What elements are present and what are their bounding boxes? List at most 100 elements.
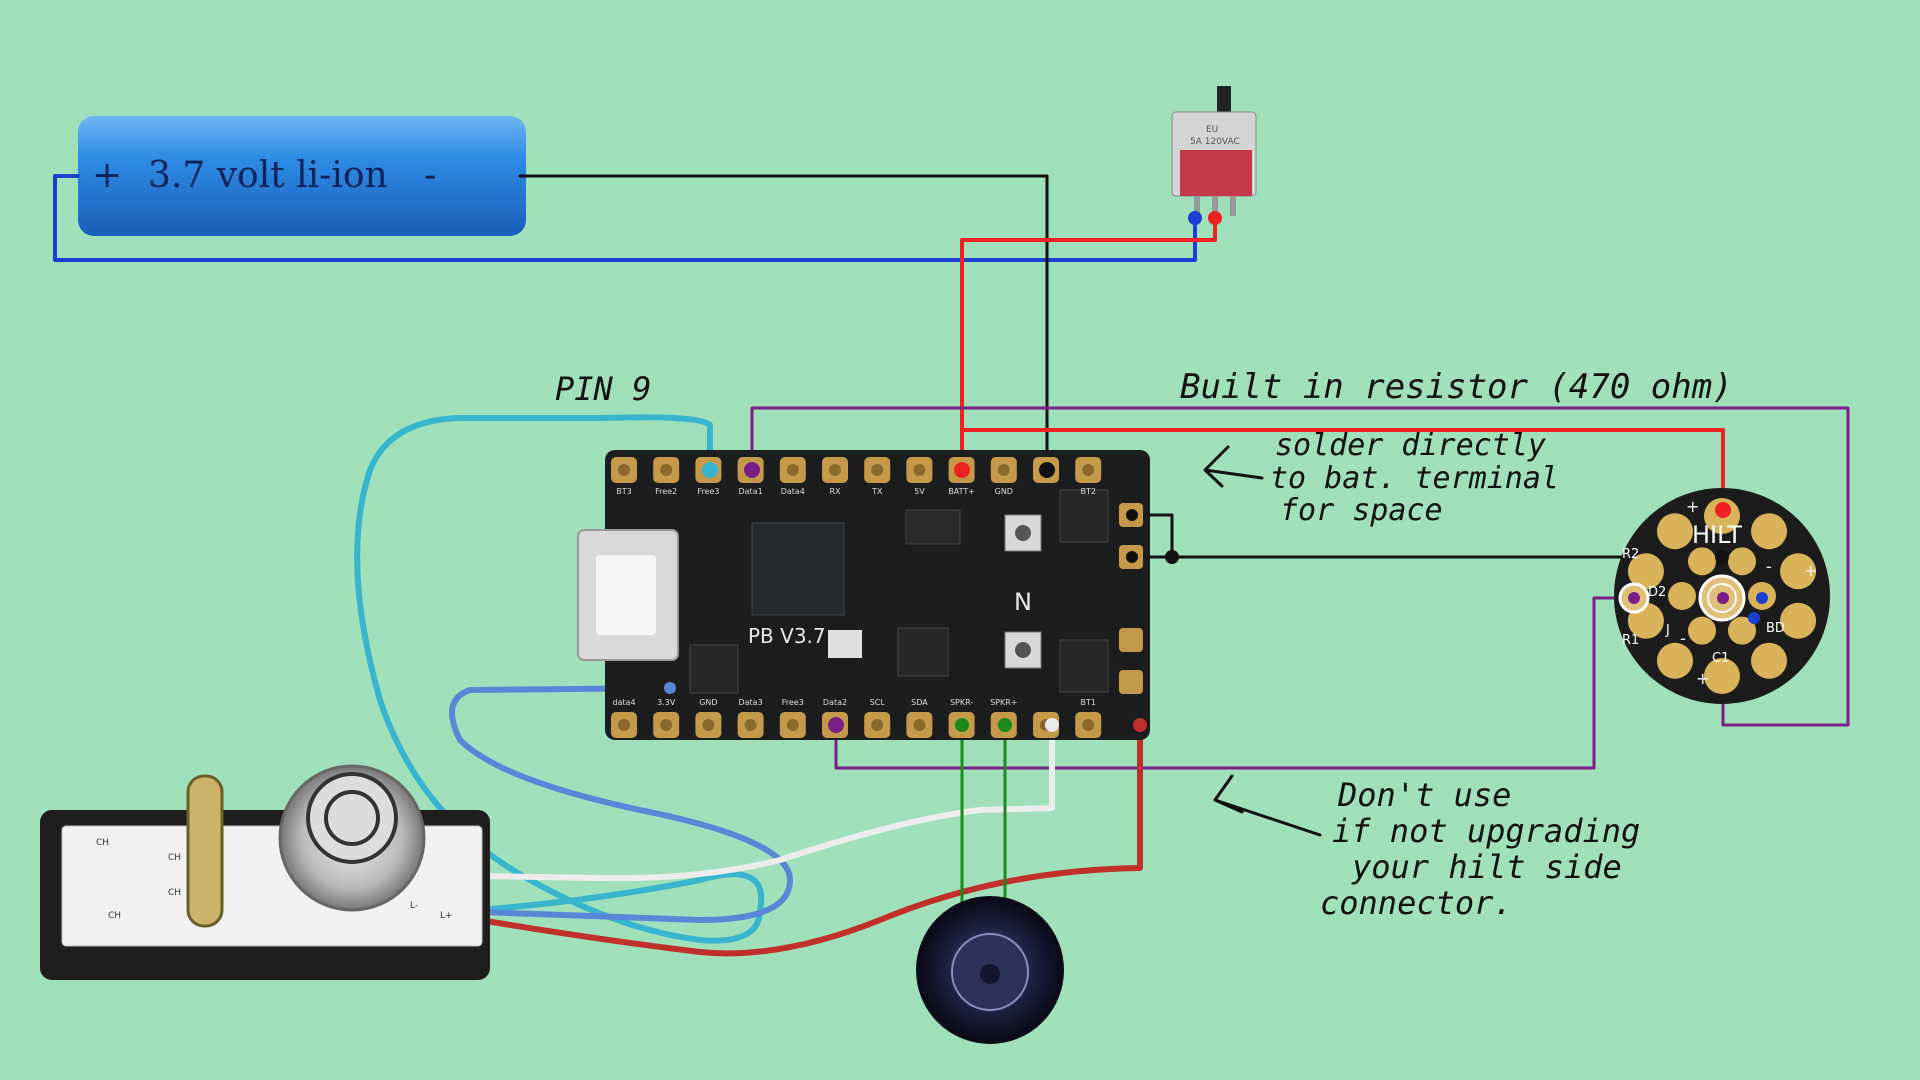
dot-blue-junction (664, 682, 676, 694)
switch-terminal-red (1208, 211, 1222, 225)
led-pad (1751, 513, 1788, 550)
led-inner-pad (1688, 547, 1716, 576)
button-b-knob (1015, 642, 1031, 658)
dont-use-1: Don't use (1337, 776, 1511, 814)
led-plus-right: + (1804, 561, 1817, 580)
led-pad (1627, 553, 1664, 590)
solder-note-1: solder directly (1275, 428, 1546, 463)
bottom-pin-label: SCL (870, 698, 886, 707)
bottom-pin-label: Free3 (782, 698, 804, 707)
led-bd: BD (1766, 621, 1785, 636)
side-pads (1119, 503, 1143, 694)
switch-pin-1 (1194, 196, 1200, 216)
main-chip (751, 522, 845, 616)
side-pad-d (1119, 670, 1143, 694)
led-dot-purple-center (1717, 592, 1729, 604)
led-pad (1780, 602, 1817, 639)
top-pin-label: TX (871, 487, 883, 496)
led-dot-red (1715, 502, 1731, 518)
activation-button-logo (324, 790, 380, 846)
switch-code: EU (1206, 125, 1218, 135)
wire-batt-to-led (960, 428, 1725, 512)
battery-body (78, 116, 526, 236)
side-pad-bt2a-dot (1126, 509, 1138, 521)
wire-data2-led (834, 596, 1636, 770)
led-dot-black (1715, 550, 1729, 564)
pin9-label: PIN 9 (555, 370, 651, 408)
led-ring (1707, 583, 1737, 613)
top-pad-hole (913, 464, 926, 476)
top-pad-hole (997, 464, 1010, 476)
wire-darkred (477, 725, 1143, 957)
wire-white (477, 725, 1055, 882)
led-pad (1656, 513, 1693, 550)
bottom-pad-hole (702, 719, 715, 731)
switch-pin-2 (1212, 196, 1218, 216)
chip-small-5 (689, 644, 739, 694)
resistor-label: Built in resistor (470 ohm) (1180, 367, 1733, 407)
top-pin-label: 5V (914, 487, 925, 496)
bottom-pin-label: Data3 (738, 698, 762, 707)
side-pad-bt2b-dot (1126, 551, 1138, 563)
led-dot-blue-2 (1748, 612, 1760, 624)
top-pin-label: BT3 (616, 487, 631, 496)
dot-spkr-neg (955, 718, 969, 732)
switch-pin-3 (1230, 196, 1236, 216)
chip-small-4 (1059, 639, 1109, 693)
top-pad-hole (660, 464, 673, 476)
switch-slider (1217, 86, 1231, 116)
bottom-pin-label: Data2 (823, 698, 847, 707)
led-module: HILT R2 D2 R1 J C1 BD + - + - + (1614, 488, 1830, 704)
led-inner-pad (1728, 547, 1756, 576)
top-pin-label: GND (995, 487, 1013, 496)
led-c1: C1 (1712, 651, 1729, 666)
bottom-pin-label: data4 (612, 698, 635, 707)
led-pad (1704, 658, 1740, 694)
switch-base (1180, 150, 1252, 196)
led-plus-top: + (1686, 497, 1699, 516)
bottom-pin-label: SPKR+ (990, 698, 1017, 707)
top-pad-hole (1082, 464, 1095, 476)
usb-port-inner (596, 555, 656, 635)
board-name: PB V3.7 (748, 624, 826, 648)
wire-junction-dot (1165, 550, 1179, 564)
top-pin-label: Free3 (697, 487, 719, 496)
dont-use-3: your hilt side (1351, 848, 1622, 886)
led-r2: R2 (1622, 547, 1639, 562)
chip-small-1 (905, 509, 961, 545)
top-pin-label: RX (829, 487, 841, 496)
wire-pin9-cyan (354, 414, 765, 944)
bottom-pin-label: SDA (911, 698, 928, 707)
bottom-pin-label: GND (699, 698, 717, 707)
solder-note-3: for space (1280, 493, 1443, 528)
led-module-name: HILT (1692, 521, 1742, 549)
dot-dark-red (1133, 718, 1147, 732)
led-dot-purple-left (1628, 592, 1640, 604)
top-pad-hole (829, 464, 841, 476)
wire-battery-negative (518, 174, 1049, 472)
bottom-pad-hole (1082, 719, 1095, 731)
switch-rating: 5A 120VAC (1190, 137, 1240, 147)
solder-note-2: to bat. terminal (1270, 461, 1559, 496)
component-white (828, 630, 862, 658)
conn-lbl-5: L- (410, 901, 418, 911)
annotations: PIN 9 Built in resistor (470 ohm) solder… (555, 367, 1733, 922)
top-pin-label: Free2 (655, 487, 677, 496)
battery-label: 3.7 volt li-ion (148, 155, 388, 196)
top-pin-label: Data4 (781, 487, 805, 496)
dot-spkr-pos (998, 718, 1012, 732)
wire-blue-button (449, 685, 793, 923)
top-pin-label: BATT+ (948, 487, 975, 496)
dont-use-2: if not upgrading (1332, 812, 1640, 850)
battery-plus: + (92, 155, 122, 196)
top-pad-hole (871, 464, 884, 476)
top-pin-label: Data1 (738, 487, 762, 496)
top-pad-hole (618, 464, 630, 476)
slide-switch: EU 5A 120VAC (1171, 86, 1257, 225)
bottom-pad-hole (871, 719, 884, 731)
bottom-pad-hole (913, 719, 926, 731)
top-pin-label: BT2 (1080, 487, 1095, 496)
bottom-pad-hole (618, 719, 630, 731)
battery: + 3.7 volt li-ion - (78, 116, 526, 236)
